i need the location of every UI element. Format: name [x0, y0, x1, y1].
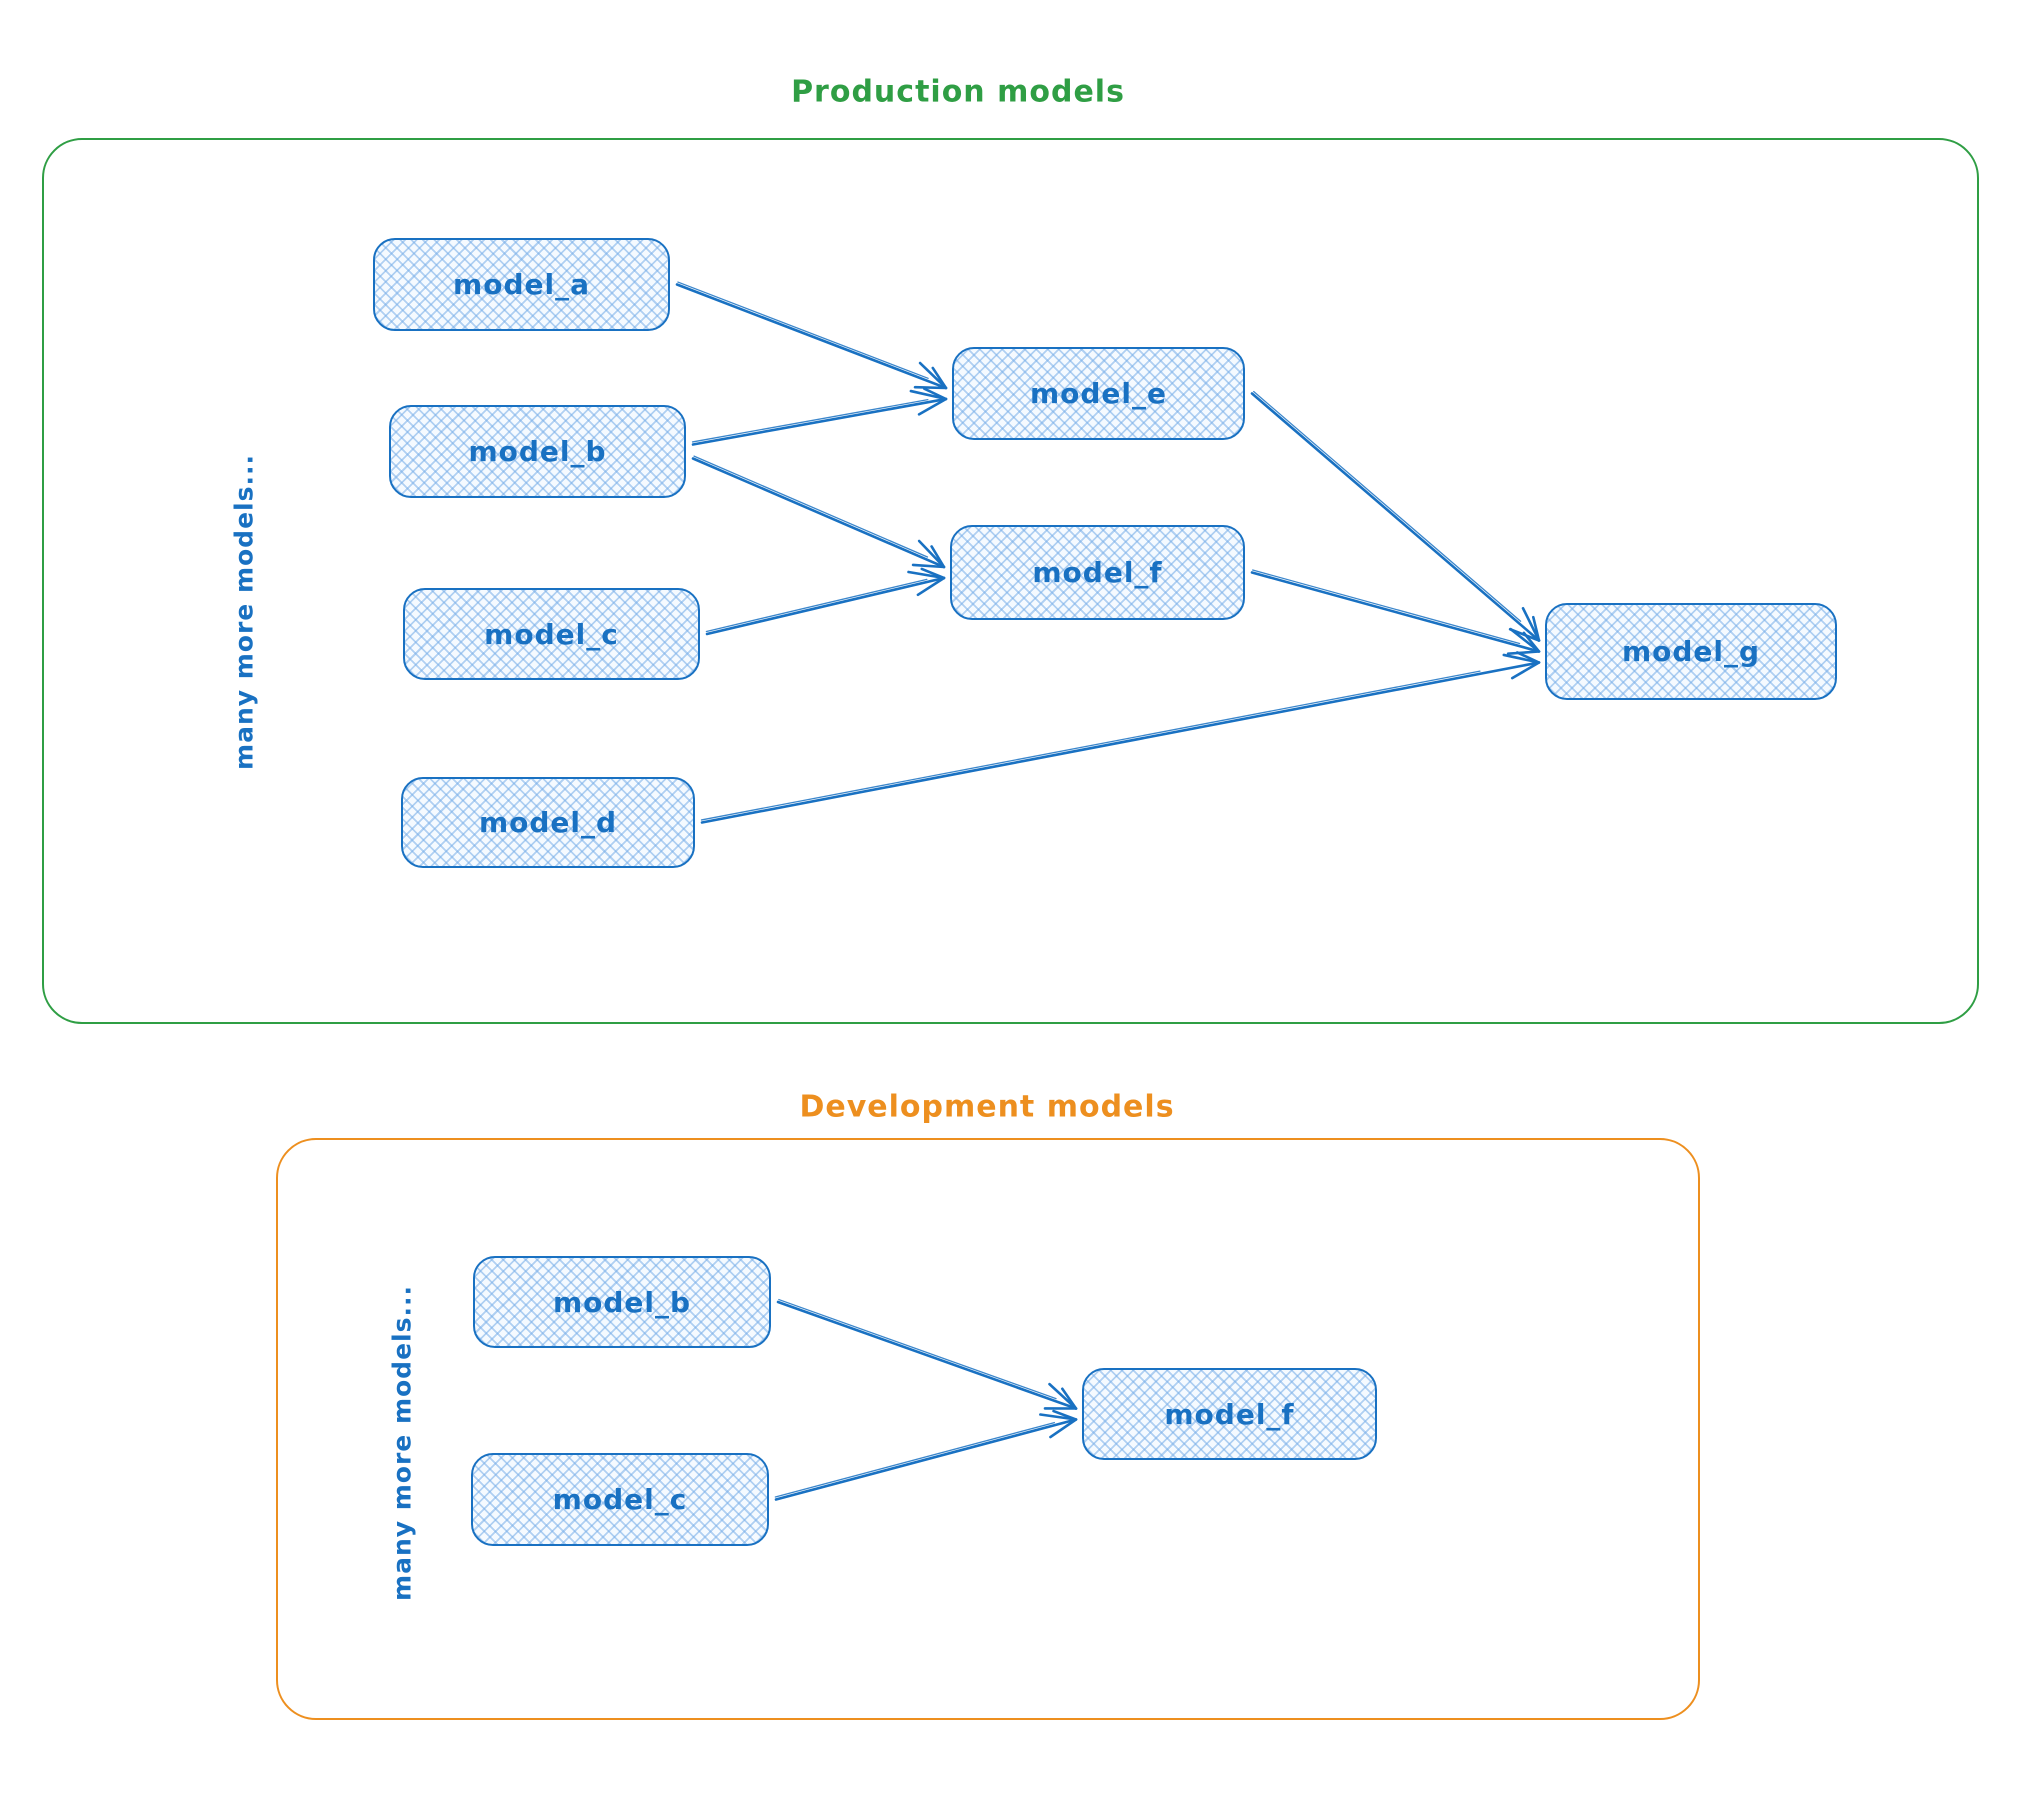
node-model-g-label: model_g [1621, 635, 1761, 668]
node-dev-model-c-label: model_c [552, 1483, 688, 1516]
node-dev-model-f[interactable]: model_f [1082, 1368, 1377, 1460]
development-section-title: Development models [799, 1089, 1175, 1125]
node-model-b-label: model_b [468, 435, 607, 468]
node-model-c[interactable]: model_c [403, 588, 700, 680]
node-model-a-label: model_a [453, 268, 590, 301]
node-model-b[interactable]: model_b [389, 405, 686, 498]
node-model-e[interactable]: model_e [952, 347, 1245, 440]
node-dev-model-b-label: model_b [552, 1285, 692, 1319]
node-dev-model-b[interactable]: model_b [473, 1256, 771, 1348]
node-model-d[interactable]: model_d [401, 777, 695, 868]
node-model-f-label: model_f [1032, 556, 1163, 589]
node-dev-model-c[interactable]: model_c [471, 1453, 769, 1546]
development-section-frame [276, 1138, 1700, 1720]
development-side-label: many more models... [387, 1285, 417, 1601]
production-section-frame [42, 138, 1979, 1024]
node-dev-model-f-label: model_f [1164, 1397, 1295, 1431]
node-model-a[interactable]: model_a [373, 238, 670, 331]
node-model-e-label: model_e [1029, 377, 1168, 410]
node-model-c-label: model_c [484, 617, 619, 651]
production-side-label: many more models... [229, 454, 259, 770]
production-section-title: Production models [791, 74, 1125, 110]
node-model-d-label: model_d [478, 806, 618, 839]
node-model-f[interactable]: model_f [950, 525, 1245, 620]
node-model-g[interactable]: model_g [1545, 603, 1837, 700]
